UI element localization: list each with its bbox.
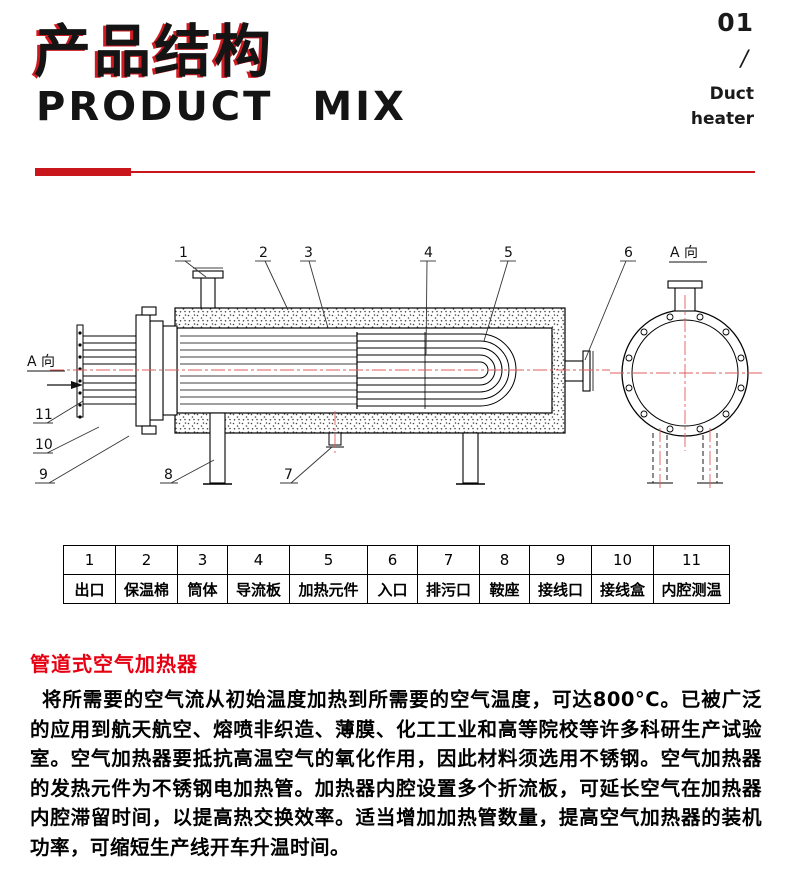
part-label: 保温棉	[115, 574, 178, 604]
saddle-legs	[203, 412, 485, 485]
red-divider-line	[35, 171, 755, 173]
callout-leaders	[33, 260, 636, 484]
page-title-en: PRODUCT MIX	[36, 84, 407, 130]
product-name-en-line2: heater	[690, 108, 754, 129]
part-number: 2	[115, 545, 178, 575]
callout-numbers: 1 2 3 4 5 6 7 8 9 10 11	[35, 245, 633, 483]
part-label: 鞍座	[479, 574, 530, 604]
part-number: 1	[63, 545, 116, 575]
callout-8: 8	[164, 467, 173, 483]
part-label: 排污口	[417, 574, 480, 604]
part-label: 筒体	[177, 574, 228, 604]
callout-4: 4	[424, 245, 433, 261]
parts-table: 1 2 3 4 5 6 7 8 9 10 11 出口 保温棉 筒体 导流板 加热…	[63, 545, 730, 604]
parts-table-number-row: 1 2 3 4 5 6 7 8 9 10 11	[63, 545, 730, 575]
corner-block: 01 / Duct heater	[691, 10, 754, 133]
callout-10: 10	[35, 437, 53, 453]
inlet-pipe	[564, 350, 594, 392]
part-number: 8	[479, 545, 530, 575]
product-name-en-line1: Duct	[709, 84, 754, 104]
description-section: 管道式空气加热器 将所需要的空气流从初始温度加热到所需要的空气温度，可达800°…	[30, 648, 762, 862]
parts-table-label-row: 出口 保温棉 筒体 导流板 加热元件 入口 排污口 鞍座 接线口 接线盒 内腔测…	[63, 574, 730, 604]
part-number: 6	[367, 545, 418, 575]
callout-7: 7	[284, 467, 293, 483]
view-label-left: A 向	[27, 354, 55, 370]
view-labels: A 向 A 向	[27, 245, 707, 389]
heater-drawing-svg: 1 2 3 4 5 6 7 8 9 10 11 A 向 A 向	[27, 245, 763, 489]
part-number: 10	[591, 545, 654, 575]
page-title-cn: 产品结构	[34, 19, 274, 85]
centerlines	[50, 369, 610, 453]
part-label: 内腔测温	[653, 574, 730, 604]
part-number: 11	[653, 545, 730, 575]
part-number: 4	[227, 545, 290, 575]
part-number: 9	[529, 545, 592, 575]
callout-2: 2	[259, 245, 268, 261]
page-number: 01	[717, 8, 754, 37]
red-divider-bar	[35, 168, 131, 176]
left-flange-assembly	[135, 306, 178, 435]
part-label: 导流板	[227, 574, 290, 604]
part-label: 出口	[63, 574, 116, 604]
callout-11: 11	[35, 407, 53, 423]
outlet-pipe	[192, 267, 224, 309]
part-number: 3	[177, 545, 228, 575]
callout-5: 5	[504, 245, 513, 261]
view-label-right: A 向	[670, 245, 698, 261]
end-view	[610, 280, 763, 489]
part-number: 7	[417, 545, 480, 575]
description-body: 将所需要的空气流从初始温度加热到所需要的空气温度，可达800°C。已被广泛的应用…	[30, 688, 762, 859]
main-section-view	[50, 267, 610, 485]
part-label: 接线盒	[591, 574, 654, 604]
terminal-tubes	[83, 335, 136, 405]
view-arrow-icon	[71, 381, 83, 389]
end-view-centerlines	[610, 295, 763, 489]
slash-divider: /	[740, 47, 748, 72]
description-heading: 管道式空气加热器	[30, 652, 198, 676]
callout-9: 9	[39, 467, 48, 483]
bolt-holes	[625, 313, 745, 433]
callout-1: 1	[179, 245, 188, 261]
product-structure-diagram: 1 2 3 4 5 6 7 8 9 10 11 A 向 A 向	[25, 233, 765, 525]
callout-3: 3	[304, 245, 313, 261]
part-label: 加热元件	[289, 574, 368, 604]
callout-6: 6	[624, 245, 633, 261]
element-tubes	[180, 335, 357, 405]
part-label: 接线口	[529, 574, 592, 604]
part-number: 5	[289, 545, 368, 575]
part-label: 入口	[367, 574, 418, 604]
terminal-studs	[78, 331, 82, 419]
